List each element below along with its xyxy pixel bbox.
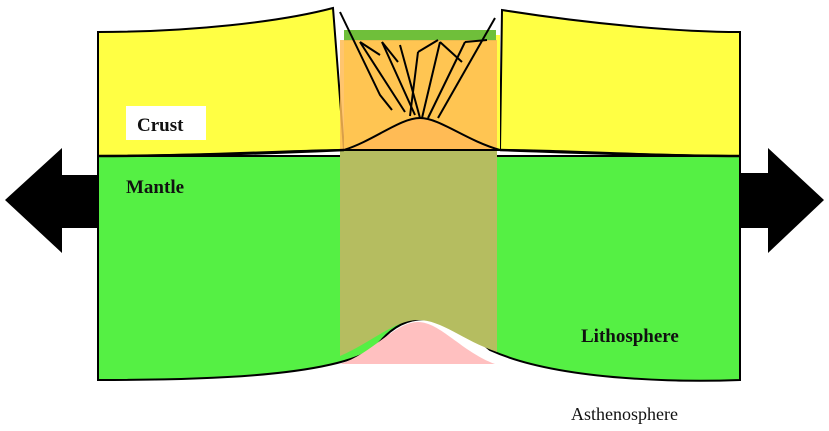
crust-label: Crust [137,115,184,136]
mantle-label: Mantle [126,177,184,198]
crust-right-block [500,10,740,156]
rift-sediment-top [344,30,496,41]
right-extension-arrow-icon [738,148,824,253]
lithosphere-label: Lithosphere [581,326,679,347]
asthenosphere-label: Asthenosphere [571,404,678,424]
left-extension-arrow-icon [5,148,100,253]
